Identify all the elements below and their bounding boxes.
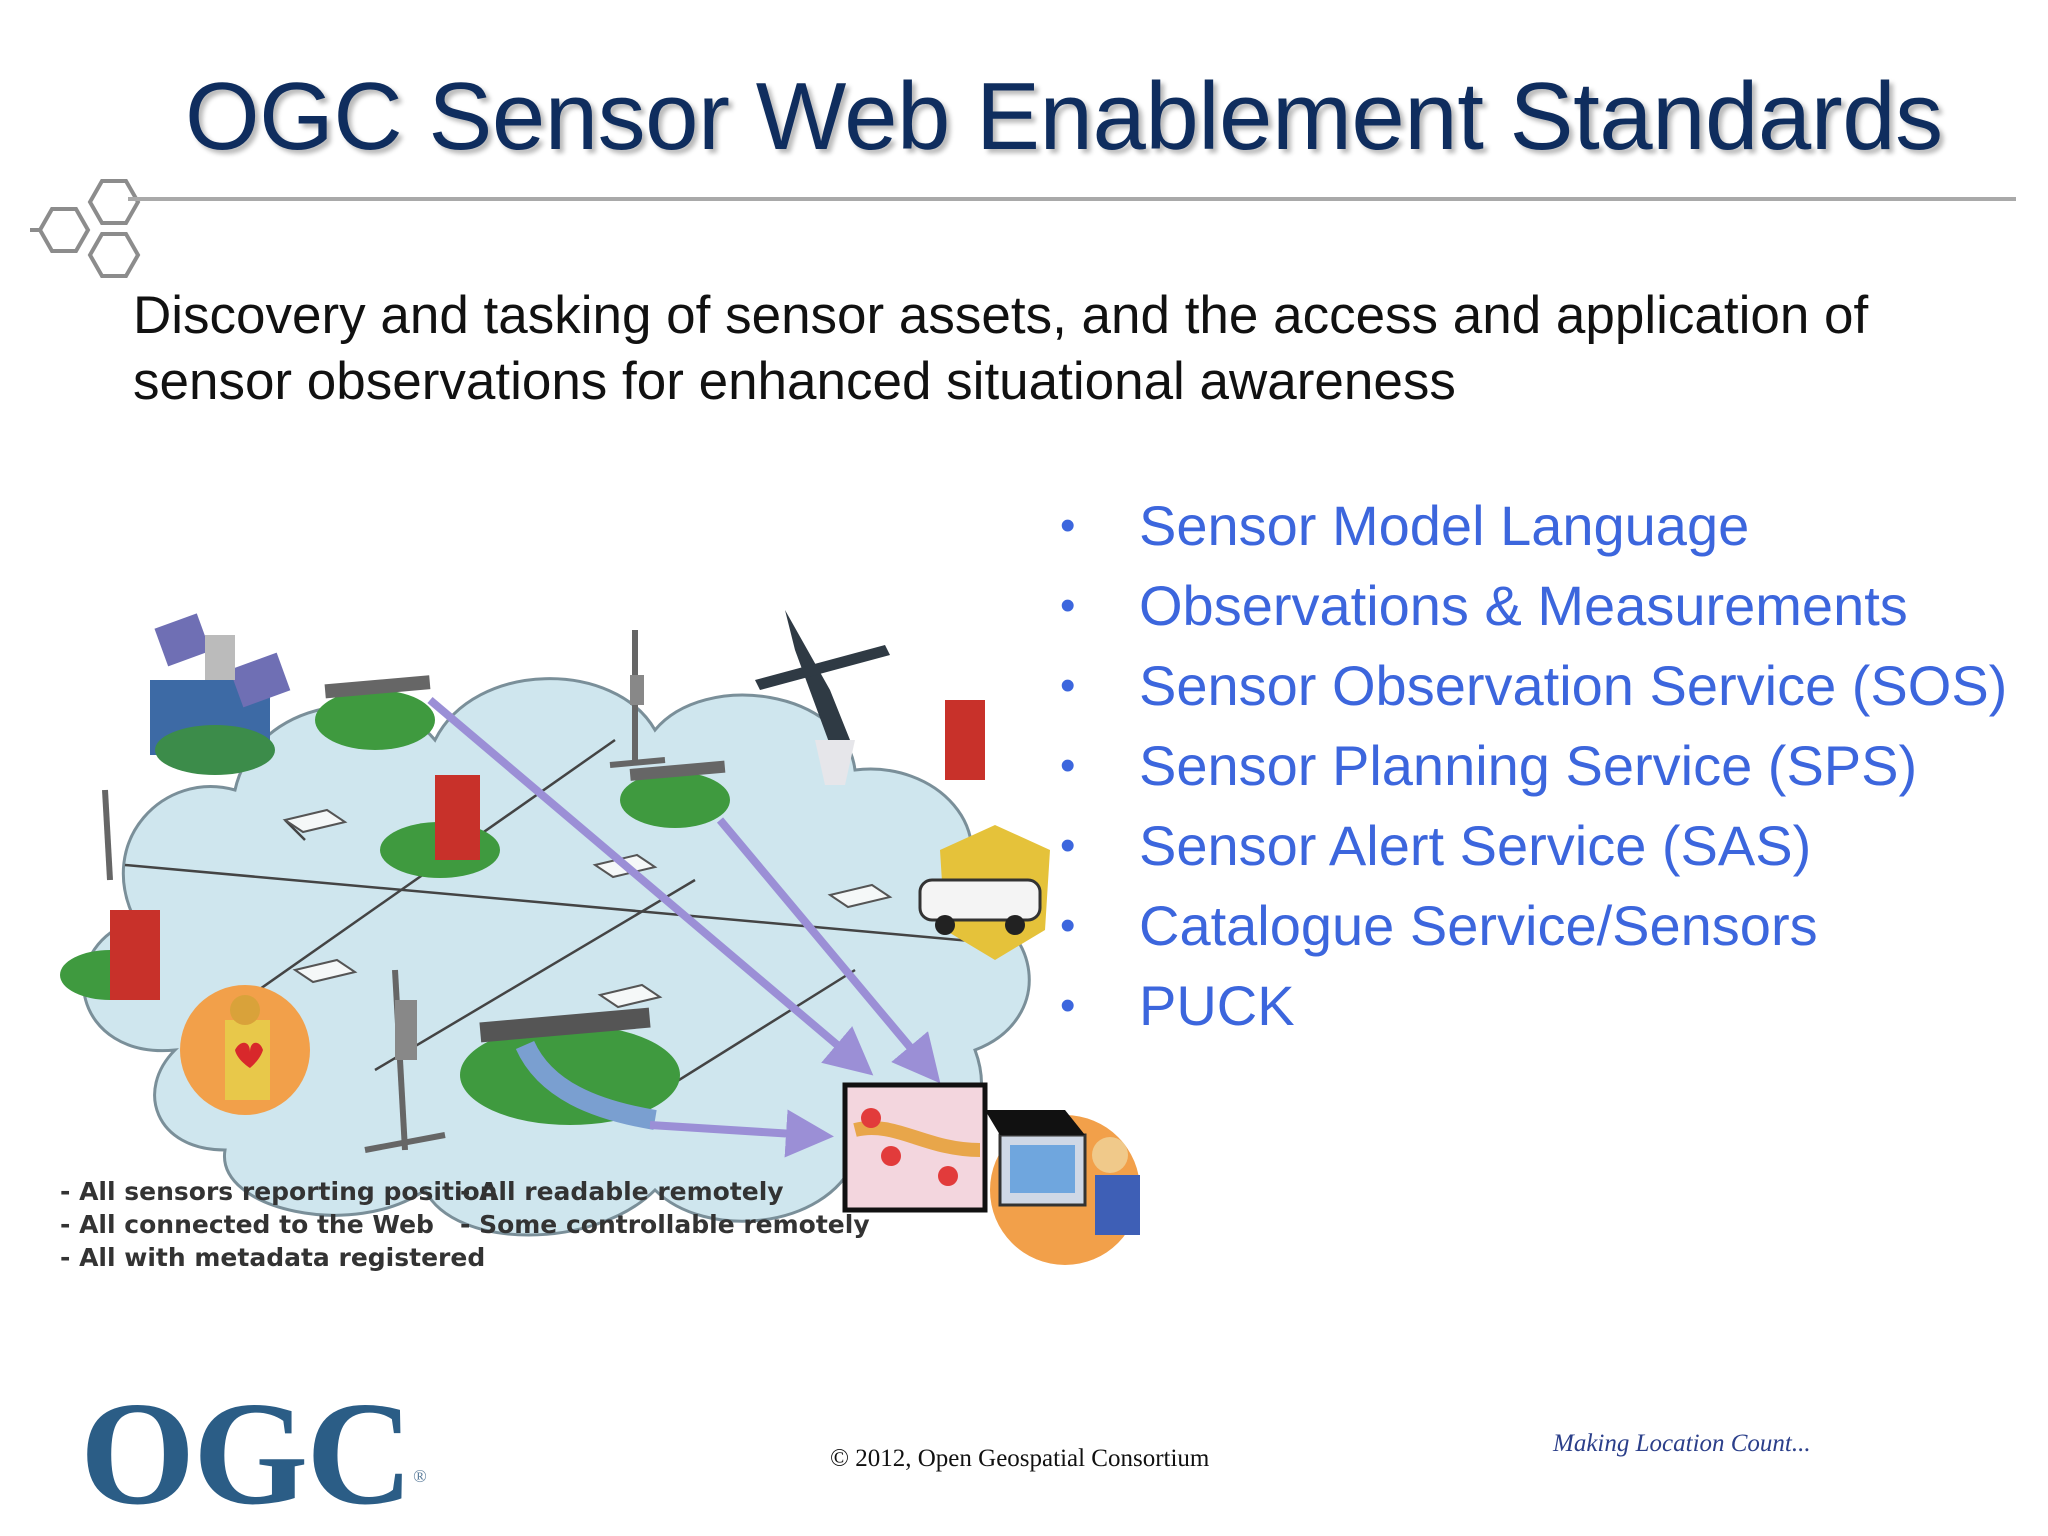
standard-label: Catalogue Service/Sensors [1139, 894, 1818, 957]
police-car-icon [918, 825, 1050, 960]
ogc-logo: OGC® [80, 1380, 427, 1528]
bullet-dot: • [1060, 661, 1076, 710]
firefighter-icon [180, 985, 310, 1115]
standards-list: • Sensor Model Language • Observations & M… [1055, 486, 2045, 1046]
satellite-icon [150, 613, 291, 775]
standard-label: Sensor Model Language [1139, 494, 1750, 557]
hexagon-cluster-icon [30, 179, 141, 278]
note-line: - All with metadata registered [60, 1243, 486, 1272]
sensor-web-diagram [60, 610, 1140, 1265]
standard-label: Sensor Observation Service (SOS) [1139, 654, 2008, 717]
logo-text: OGC [80, 1372, 413, 1536]
bullet-dot: • [1060, 581, 1076, 630]
computer-user-icon [985, 1110, 1140, 1265]
tagline-text: Making Location Count... [1553, 1430, 1811, 1457]
standard-label: PUCK [1139, 974, 1295, 1037]
standard-label: Sensor Planning Service (SPS) [1139, 734, 1918, 797]
note-line: - All readable remotely [460, 1177, 784, 1206]
diagram-notes-right: - All readable remotely - Some controlla… [460, 1175, 870, 1241]
bullet-dot: • [1060, 981, 1076, 1030]
slide-subtitle: Discovery and tasking of sensor assets, … [133, 286, 1869, 411]
note-line: - All sensors reporting position [60, 1177, 498, 1206]
copyright-text: © 2012, Open Geospatial Consortium [830, 1445, 1210, 1472]
bullet-dot: • [1060, 821, 1076, 870]
aircraft-icon [755, 610, 890, 785]
note-line: - All connected to the Web [60, 1210, 434, 1239]
bridge-icon [315, 675, 730, 1130]
standard-label: Observations & Measurements [1139, 574, 1908, 637]
list-item: • Catalogue Service/Sensors [1055, 886, 2045, 966]
list-item: • Observations & Measurements [1055, 566, 2045, 646]
list-item: • PUCK [1055, 966, 2045, 1046]
map-display-icon [842, 1082, 988, 1213]
note-line: - Some controllable remotely [460, 1210, 870, 1239]
bullet-dot: • [1060, 901, 1076, 950]
registered-mark: ® [413, 1466, 427, 1486]
title-rule [128, 197, 2016, 201]
list-item: • Sensor Alert Service (SAS) [1055, 806, 2045, 886]
bullet-dot: • [1060, 501, 1076, 550]
list-item: • Sensor Model Language [1055, 486, 2045, 566]
building-icon [60, 700, 985, 1000]
diagram-notes-left: - All sensors reporting position - All c… [60, 1175, 498, 1274]
list-item: • Sensor Planning Service (SPS) [1055, 726, 2045, 806]
bullet-dot: • [1060, 741, 1076, 790]
standard-label: Sensor Alert Service (SAS) [1139, 814, 1812, 877]
list-item: • Sensor Observation Service (SOS) [1055, 646, 2045, 726]
slide-title: OGC Sensor Web Enablement Standards [185, 63, 1943, 170]
